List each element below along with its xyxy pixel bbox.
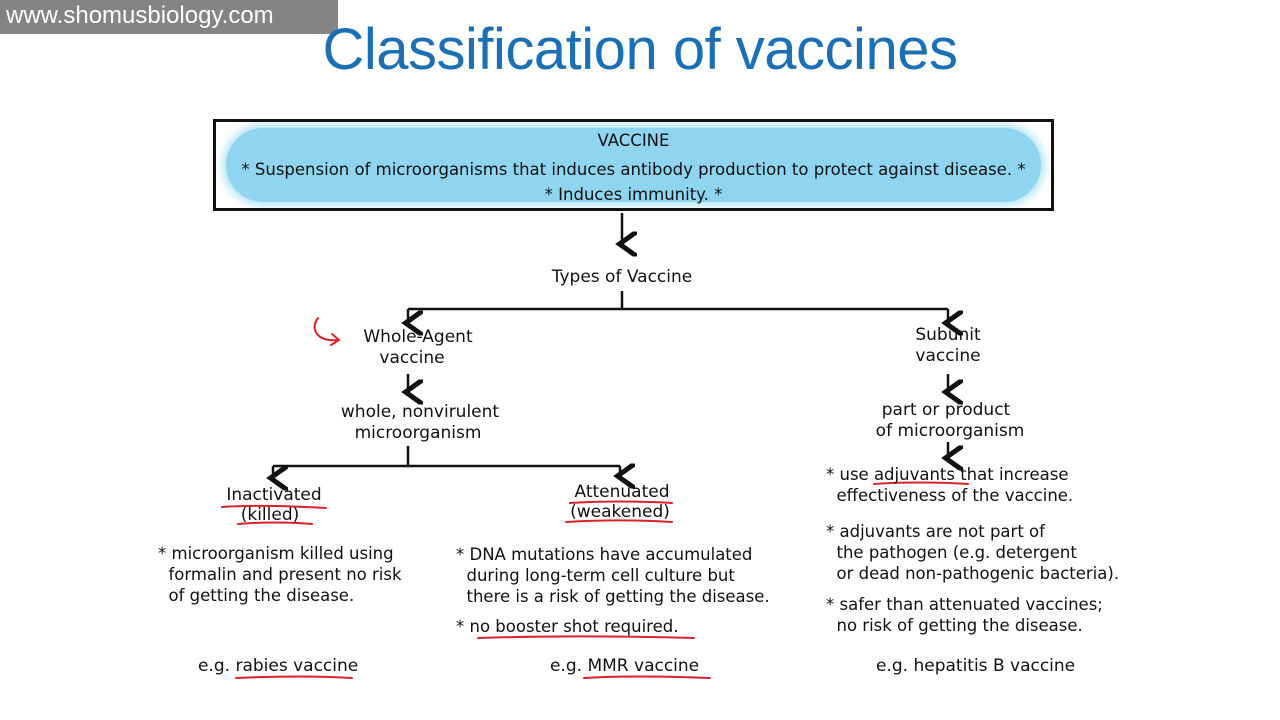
subunit-desc-2: of microorganism xyxy=(875,421,1025,441)
red-pointer-arrow xyxy=(313,317,339,342)
subunit-desc: part or product xyxy=(881,400,1011,420)
whole-agent-label: Whole-Agent xyxy=(363,327,473,347)
red-pointer-arrowhead xyxy=(330,333,341,346)
underline-attenuated xyxy=(569,500,673,504)
attenuated-note: * DNA mutations have accumulated during … xyxy=(456,545,770,606)
subunit-note-2: * adjuvants are not part of the pathogen… xyxy=(826,522,1120,583)
inactivated-label: Inactivated xyxy=(226,485,322,505)
underline-inactivated xyxy=(221,504,327,509)
underline-rabies xyxy=(235,675,353,679)
whole-agent-label-2: vaccine xyxy=(379,348,445,368)
whole-agent-desc-2: microorganism xyxy=(354,423,482,443)
vaccine-immunity: * Induces immunity. * xyxy=(544,185,723,204)
inactivated-example: e.g. rabies vaccine xyxy=(198,656,359,676)
page-title: Classification of vaccines xyxy=(322,17,958,82)
highlight-splash xyxy=(226,128,1041,202)
subunit-label-2: vaccine xyxy=(915,346,981,366)
attenuated-label: Attenuated xyxy=(574,482,670,502)
underline-weakened xyxy=(565,519,673,523)
whole-agent-desc: whole, nonvirulent xyxy=(340,402,500,422)
weakened-label: (weakened) xyxy=(570,502,670,522)
subunit-example: e.g. hepatitis B vaccine xyxy=(876,656,1076,676)
subunit-note-1: * use adjuvants that increase effectiven… xyxy=(826,465,1074,505)
watermark: www.shomusbiology.com xyxy=(0,0,338,34)
underline-mmr xyxy=(583,675,711,679)
vaccine-heading: VACCINE xyxy=(597,131,670,150)
attenuated-booster-note: * no booster shot required. xyxy=(456,617,679,636)
inactivated-note: * microorganism killed using formalin an… xyxy=(158,544,402,605)
subunit-label: Subunit xyxy=(915,325,981,345)
subunit-note-3: * safer than attenuated vaccines; no ris… xyxy=(826,595,1103,635)
types-heading: Types of Vaccine xyxy=(551,267,693,287)
attenuated-example: e.g. MMR vaccine xyxy=(550,656,700,676)
underline-adjuvants xyxy=(873,481,969,485)
vaccine-definition-box: VACCINE * Suspension of microorganisms t… xyxy=(213,119,1054,211)
vaccine-definition: * Suspension of microorganisms that indu… xyxy=(241,160,1026,179)
killed-label: (killed) xyxy=(240,505,300,525)
underline-booster xyxy=(477,635,695,639)
underline-killed xyxy=(237,521,313,525)
